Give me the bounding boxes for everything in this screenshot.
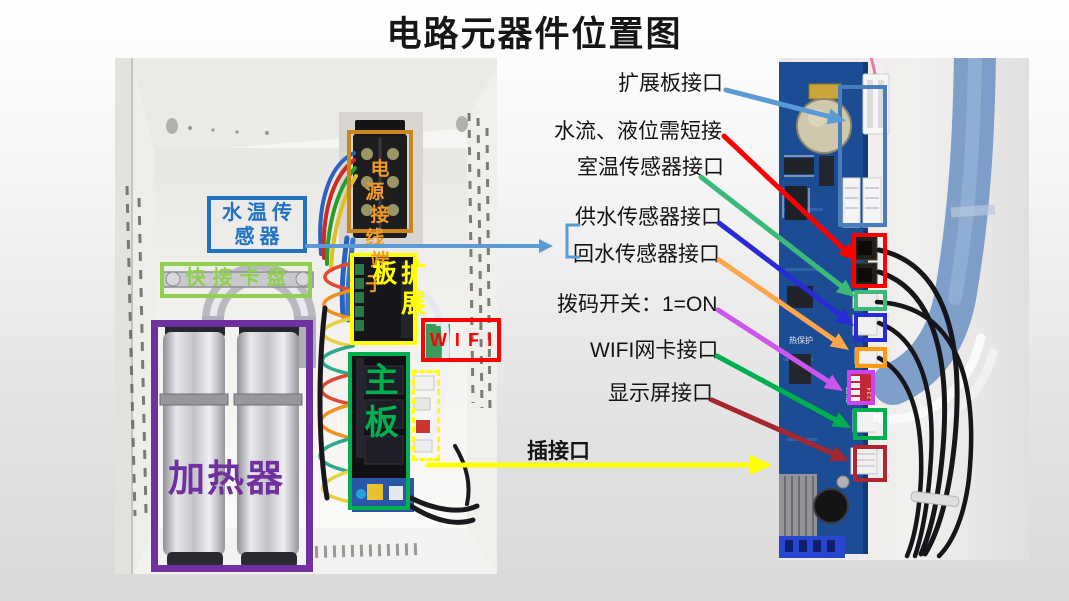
label-heater: 加热器 <box>168 458 285 499</box>
box-wifi-module <box>421 318 501 362</box>
box-expansion-board <box>350 253 417 345</box>
box-expansion-connector <box>838 85 887 227</box>
box-dip-switch <box>847 370 875 405</box>
main-board <box>352 354 414 512</box>
cable-hole-left <box>166 118 178 134</box>
pcb-silk-text: 热保护 <box>789 335 813 345</box>
box-return-port <box>855 347 887 368</box>
box-display-port <box>853 445 887 482</box>
heater-left <box>159 320 229 568</box>
wire-loom <box>317 261 355 504</box>
page-title: 电路元器件位置图 <box>386 15 683 54</box>
heat-sink <box>779 474 817 538</box>
callout-socket: 插接口 <box>527 440 590 463</box>
callout-supply-water: 供水传感器接口 <box>575 206 722 229</box>
black-cables <box>408 444 480 525</box>
callout-return-water: 回水传感器接口 <box>573 243 720 266</box>
capacitor <box>813 488 849 524</box>
callout-wifi-port: WIFI网卡接口 <box>590 339 719 362</box>
heater-right <box>233 320 303 568</box>
black-cable-bundle <box>874 247 974 559</box>
expansion-board <box>354 257 416 345</box>
box-water-temp-sensor <box>207 196 307 253</box>
label-wifi-module: WIFI <box>429 330 501 350</box>
label-main-board: 主板 <box>359 362 398 446</box>
box-wifi-port <box>853 408 887 440</box>
dip-numbers: 1 2 3 4 <box>867 387 873 403</box>
box-supply-port <box>854 313 887 342</box>
box-room-temp-port <box>854 290 887 311</box>
box-main-board <box>348 352 410 510</box>
box-socket-dashed <box>412 370 440 461</box>
callout-room-temp: 室温传感器接口 <box>577 156 724 179</box>
callout-display-port: 显示屏接口 <box>608 382 713 405</box>
box-power-terminal <box>347 130 413 233</box>
callout-water-flow: 水流、液位需短接 <box>554 120 722 143</box>
box-heater <box>151 320 313 572</box>
label-power-terminal: 电源 接线 端子 <box>365 159 400 295</box>
callout-dip-switch: 拨码开关：1=ON <box>557 293 718 316</box>
box-quick-connect <box>160 262 312 298</box>
arrowhead-water-temp-link <box>539 239 553 253</box>
box-water-flow-jumper <box>852 233 887 288</box>
cable-hole-right <box>456 116 468 132</box>
arrowhead-socket <box>750 455 772 475</box>
cable-tie <box>910 491 960 507</box>
label-quick-connect: 快接卡盘 <box>185 267 294 289</box>
callout-expansion-port: 扩展板接口 <box>618 72 723 95</box>
label-expansion-board: 扩展板 <box>368 260 426 320</box>
board-photo: 热保护 <box>779 58 1029 560</box>
label-water-temp-sensor: 水温传 感器 <box>222 202 297 248</box>
cabinet-photo <box>115 58 497 574</box>
